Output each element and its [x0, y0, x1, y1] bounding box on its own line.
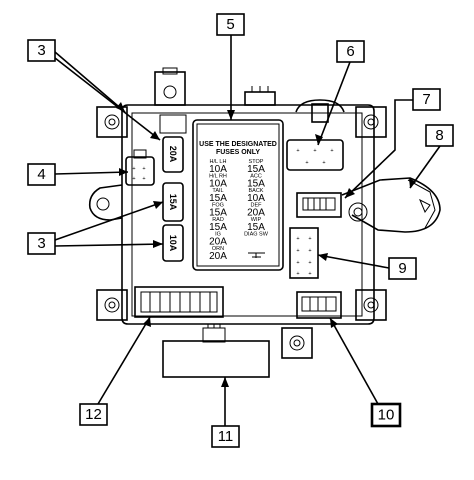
- fuse-chart-left-amp: 10A: [209, 164, 227, 175]
- fuse-chart-left-name: H/L LH: [210, 159, 227, 165]
- connector-11: [162, 324, 270, 378]
- svg-text:+: +: [142, 176, 145, 182]
- svg-text:+: +: [322, 160, 325, 166]
- fuse-chart-right-amp: 15A: [247, 179, 265, 190]
- callout-box-10: 10: [370, 402, 402, 428]
- callout-box-12: 12: [79, 403, 108, 426]
- callout-box-9: 9: [388, 257, 417, 280]
- fuse-chart-left-amp: 20A: [209, 237, 227, 248]
- callout-box-8: 8: [425, 124, 454, 147]
- svg-text:10: 10: [378, 407, 395, 424]
- svg-text:5: 5: [226, 16, 234, 33]
- top-fuse-posts: [154, 67, 276, 106]
- callout-box-5: 5: [216, 13, 245, 36]
- fuse-chart-right-amp: 15A: [247, 164, 265, 175]
- fuse-15a[interactable]: 15A: [162, 182, 184, 222]
- svg-text:+: +: [313, 148, 316, 154]
- fuse-chart-left-name: IG: [215, 232, 221, 238]
- fuse-chart-left-amp: 15A: [209, 193, 227, 204]
- connector-9: + + + + + + + +: [289, 227, 319, 279]
- relay-connector-4: + + + +: [125, 149, 155, 186]
- bottom-screw-center: [281, 327, 313, 359]
- callout-box-11: 11: [211, 425, 240, 448]
- fuse-chart-left-name: RAD: [212, 217, 224, 223]
- callout-box-3-bottom: 3: [27, 232, 56, 255]
- svg-text:8: 8: [435, 127, 443, 144]
- fuse-chart-left-amp: 20A: [209, 251, 227, 262]
- fuse-chart-left-name: FOG: [212, 203, 224, 209]
- fuse-chart-right-name: WIP: [251, 217, 262, 223]
- svg-text:6: 6: [346, 43, 354, 60]
- small-relay-top: [159, 114, 187, 134]
- fuse-chart-left-amp: 10A: [209, 179, 227, 190]
- svg-text:+: +: [308, 271, 311, 277]
- svg-text:+: +: [142, 166, 145, 172]
- svg-text:+: +: [296, 248, 299, 254]
- terminal-bracket-8: [341, 177, 441, 233]
- svg-text:+: +: [296, 236, 299, 242]
- svg-text:+: +: [308, 236, 311, 242]
- svg-text:3: 3: [37, 235, 45, 252]
- fuse-chart-right-amp: 20A: [247, 208, 265, 219]
- fuse-chart-header-1: USE THE DESIGNATED: [199, 141, 277, 148]
- fuse-10a[interactable]: 10A: [162, 224, 184, 262]
- connector-10: [296, 291, 342, 319]
- left-mounting-tab: [88, 184, 123, 221]
- svg-text:12: 12: [85, 406, 102, 423]
- corner-screw-bottom-left: [96, 289, 128, 321]
- svg-text:+: +: [308, 260, 311, 266]
- svg-text:+: +: [308, 248, 311, 254]
- callout-box-6: 6: [336, 40, 365, 63]
- svg-text:+: +: [330, 148, 333, 154]
- callout-box-7: 7: [412, 88, 441, 111]
- svg-text:+: +: [296, 148, 299, 154]
- svg-text:+: +: [305, 160, 308, 166]
- corner-screw-top-right: [355, 106, 387, 138]
- fuse-chart-right-name: BACK: [249, 188, 264, 194]
- fuse-chart-right-name: STOP: [249, 159, 264, 165]
- fuse-chart-left-name: ORN: [212, 246, 224, 252]
- leader-lines: [54, 35, 441, 426]
- svg-text:4: 4: [37, 166, 45, 183]
- svg-text:+: +: [132, 176, 135, 182]
- svg-text:20A: 20A: [168, 146, 178, 163]
- fuse-chart-left-amp: 15A: [209, 222, 227, 233]
- svg-text:+: +: [296, 260, 299, 266]
- fuse-chart-right-amp: 10A: [247, 193, 265, 204]
- svg-text:10A: 10A: [168, 235, 178, 252]
- callout-box-3-top: 3: [27, 39, 56, 62]
- svg-text:9: 9: [398, 260, 406, 277]
- fuse-chart-right-amp: 15A: [247, 222, 265, 233]
- callout-box-4: 4: [27, 163, 56, 186]
- fuse-20a[interactable]: 20A: [162, 136, 184, 173]
- fuse-chart-right-name: DIAG SW: [244, 232, 269, 238]
- fuse-chart-header-2: FUSES ONLY: [216, 149, 260, 156]
- svg-text:11: 11: [218, 428, 234, 445]
- arrowheads: [116, 102, 416, 387]
- fuse-chart-panel: USE THE DESIGNATED FUSES ONLY: [192, 119, 284, 271]
- svg-text:+: +: [132, 166, 135, 172]
- fuse-chart-left-name: TAIL: [212, 188, 223, 194]
- svg-text:+: +: [296, 271, 299, 277]
- connector-12: [134, 286, 224, 318]
- svg-text:3: 3: [37, 42, 45, 59]
- fuse-chart-right-name: DEF: [251, 203, 263, 209]
- fuse-chart-left-amp: 15A: [209, 208, 227, 219]
- connector-6: + + + + +: [286, 99, 345, 171]
- corner-screw-top-left: [96, 106, 128, 138]
- ground-symbol-icon: [248, 252, 265, 258]
- fuse-chart-left-name: H/L RH: [209, 174, 227, 180]
- svg-text:7: 7: [422, 91, 430, 108]
- corner-screw-bottom-right: [355, 289, 387, 321]
- connector-7: [296, 192, 342, 218]
- fuse-chart-right-name: ACC: [250, 174, 262, 180]
- svg-text:15A: 15A: [168, 194, 178, 211]
